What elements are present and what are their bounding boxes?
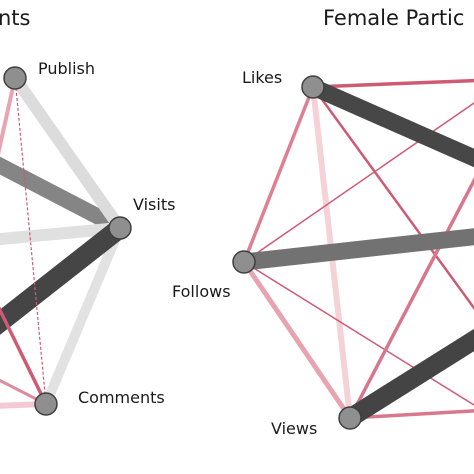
edge-likes-offscreen-top — [312, 78, 474, 89]
edge-follows-views — [241, 260, 353, 420]
node-comments — [34, 392, 58, 416]
label-publish: Publish — [38, 59, 95, 78]
edge-follows-offscreen-gray — [243, 228, 474, 271]
node-follows — [232, 250, 256, 274]
label-visits: Visits — [133, 195, 175, 214]
label-comments: Comments — [78, 388, 165, 407]
node-publish — [3, 66, 27, 90]
left-panel-edges — [0, 74, 127, 409]
edge-visits-comments — [41, 226, 125, 406]
edge-publish-visits — [10, 74, 125, 232]
node-visits — [108, 216, 132, 240]
edge-likes-offscreen-mid — [311, 86, 474, 311]
edge-offscreen-visits-dark — [0, 220, 127, 335]
edge-offscreen-visits-light — [0, 222, 121, 246]
node-likes — [301, 75, 325, 99]
edge-follows-offscreen-top — [243, 102, 474, 263]
edge-likes-follows — [242, 86, 315, 263]
edge-publish-offscreen-pink — [0, 77, 17, 155]
panel-title-right: Female Partic — [323, 6, 465, 30]
edge-offscreen-visits-mid — [0, 156, 124, 236]
label-views: Views — [271, 419, 317, 438]
edge-comments-offscreen-pink — [0, 306, 48, 405]
edge-publish-comments-thin — [14, 77, 47, 405]
edge-views-offscreen-low — [349, 409, 474, 420]
right-panel-edges — [241, 78, 474, 427]
label-follows: Follows — [172, 282, 231, 301]
edge-views-offscreen-dark — [344, 328, 474, 427]
node-labels: Publish Visits Comments Likes Follows Vi… — [38, 59, 317, 438]
edge-likes-offscreen-dark — [309, 79, 474, 168]
panel-title-left: nts — [0, 6, 31, 30]
label-likes: Likes — [242, 68, 282, 87]
edge-views-offscreen-top — [348, 176, 474, 419]
nodes — [3, 66, 362, 430]
node-views — [338, 406, 362, 430]
edge-follows-offscreen-low — [243, 261, 474, 406]
